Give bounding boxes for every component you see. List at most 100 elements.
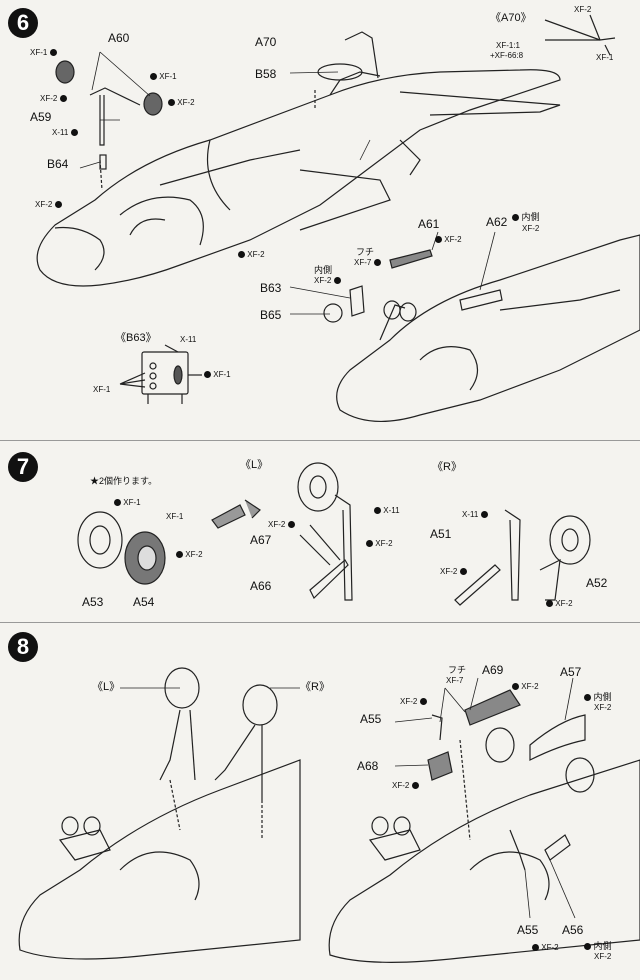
step7-paint-x11-l: X-11 (374, 507, 400, 515)
part-label-b63: B63 (260, 281, 282, 295)
paint-dot-icon (59, 95, 67, 103)
step7-paint-xf2-l1: XF-2 (268, 521, 295, 529)
paint-xf1-b: XF-1 (150, 73, 177, 81)
a70-paint-xf1: XF-1 (596, 53, 614, 62)
part-label-a67: A67 (250, 533, 272, 547)
part-label-a54: A54 (133, 595, 155, 609)
part-label-a66: A66 (250, 579, 272, 593)
part-label-a57: A57 (560, 665, 582, 679)
step7-paint-xf2-r1: XF-2 (440, 568, 467, 576)
paint-dot-icon (435, 236, 442, 244)
part-label-a55-bottom: A55 (517, 923, 539, 937)
step-number-8: 8 (8, 632, 38, 662)
step6-gear-detail (55, 31, 379, 191)
paint-uchigawa-a62: 内側 (512, 213, 540, 222)
step6-detail-drawing (323, 234, 640, 422)
divider-7-8 (0, 622, 640, 623)
paint-dot-icon (168, 99, 175, 107)
step8-paint-uchigawa-a57: 内側 (584, 693, 612, 702)
step7-left-title: 《L》 (240, 459, 269, 471)
step8-paint-xf2-a69: XF-2 (512, 683, 539, 691)
paint-dot-icon (114, 499, 121, 507)
paint-xf2-a62: XF-2 (522, 224, 540, 233)
paint-dot-icon (176, 551, 183, 559)
step8-paint-xf2-a56: XF-2 (594, 952, 612, 961)
step8-paint-xf2-a68: XF-2 (392, 782, 419, 790)
paint-xf2-e: XF-2 (435, 236, 462, 244)
part-label-a68: A68 (357, 759, 379, 773)
paint-fuchi: フチ (356, 247, 375, 257)
paint-uchigawa-b63: 内側 (314, 265, 333, 275)
part-label-a69: A69 (482, 663, 504, 677)
paint-dot-icon (54, 201, 62, 209)
paint-dot-icon (459, 568, 467, 576)
paint-xf1-a: XF-1 (30, 49, 57, 57)
leader-lines (79, 51, 576, 919)
paint-dot-icon (411, 782, 419, 790)
paint-dot-icon (366, 540, 373, 548)
paint-dot-icon (480, 511, 488, 519)
part-label-a51: A51 (430, 527, 452, 541)
paint-xf7: XF-7 (354, 259, 381, 267)
part-label-a70: A70 (255, 35, 277, 49)
paint-dot-icon (204, 371, 211, 379)
step8-paint-xf2-a55: XF-2 (400, 698, 427, 706)
b63-inset-drawing (119, 344, 202, 404)
part-label-a61: A61 (418, 217, 440, 231)
step8-paint-fuchi: フチ (448, 665, 467, 675)
step7-paint-xf2-r2: XF-2 (546, 600, 573, 608)
b63-paint-x11: X-11 (180, 335, 197, 344)
paint-xf2-c: XF-2 (35, 201, 62, 209)
step-number-6: 6 (8, 8, 38, 38)
step8-paint-xf2-a55b: XF-2 (532, 944, 559, 952)
paint-dot-icon (70, 129, 78, 137)
paint-dot-icon (238, 251, 245, 259)
step8-paint-xf7: XF-7 (446, 676, 464, 685)
paint-dot-icon (546, 600, 553, 608)
paint-dot-icon (287, 521, 295, 529)
a70-paint-mix1: XF-1:1 (496, 41, 521, 50)
b63-paint-xf1-right: XF-1 (204, 371, 231, 379)
b63-paint-xf1-left: XF-1 (93, 385, 111, 394)
step8-paint-xf2-a57: XF-2 (594, 703, 612, 712)
step7-drawing (77, 462, 591, 606)
paint-dot-icon (150, 73, 157, 81)
paint-xf2-b63: XF-2 (314, 277, 341, 285)
paint-xf2-d: XF-2 (238, 251, 265, 259)
paint-dot-icon (512, 683, 519, 691)
paint-dot-icon (374, 507, 381, 515)
a70-inset-drawing (544, 14, 616, 56)
paint-dot-icon (49, 49, 57, 57)
paint-dot-icon (532, 944, 539, 952)
step7-paint-xf2-l2: XF-2 (366, 540, 393, 548)
part-label-b64: B64 (47, 157, 69, 171)
part-label-a62: A62 (486, 215, 508, 229)
paint-x11: X-11 (52, 129, 78, 137)
part-label-a59: A59 (30, 110, 52, 124)
step8-right-title: 《R》 (300, 681, 330, 693)
step8-drawing (18, 667, 640, 963)
part-label-a52: A52 (586, 576, 608, 590)
step8-paint-uchigawa-a56: 内側 (584, 942, 612, 951)
a70-inset-title: 《A70》 (490, 12, 532, 24)
paint-dot-icon (419, 698, 427, 706)
a70-paint-xf2: XF-2 (574, 5, 592, 14)
step8-left-title: 《L》 (92, 681, 121, 693)
part-label-a53: A53 (82, 595, 104, 609)
step7-paint-xf2-a: XF-2 (176, 551, 203, 559)
step6-aircraft-drawing (36, 63, 561, 287)
step7-right-title: 《R》 (432, 461, 462, 473)
paint-dot-icon (512, 214, 519, 222)
step7-paint-xf1-b: XF-1 (166, 512, 184, 521)
part-label-b65: B65 (260, 308, 282, 322)
step7-note: ★2個作ります。 (90, 476, 158, 486)
part-label-a55-top: A55 (360, 712, 382, 726)
paint-dot-icon (333, 277, 341, 285)
step-number-7: 7 (8, 452, 38, 482)
part-label-a60: A60 (108, 31, 130, 45)
paint-dot-icon (584, 943, 591, 951)
step7-paint-x11-r: X-11 (462, 511, 488, 519)
part-label-a56: A56 (562, 923, 584, 937)
